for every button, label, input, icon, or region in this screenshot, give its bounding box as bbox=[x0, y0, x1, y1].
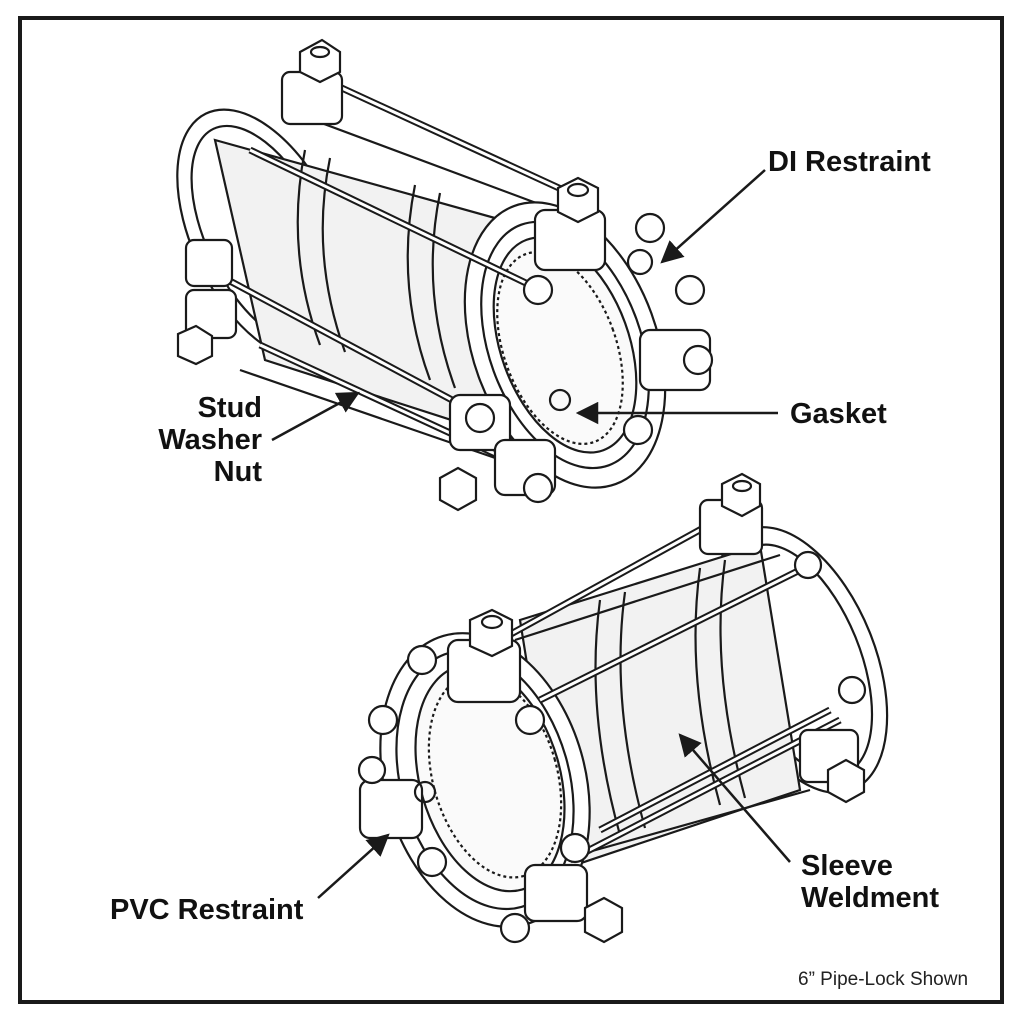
caption: 6” Pipe-Lock Shown bbox=[798, 969, 969, 990]
label-stud: Stud bbox=[197, 392, 262, 424]
label-gasket: Gasket bbox=[790, 398, 887, 430]
bottom-coupling bbox=[357, 472, 889, 944]
arrow-sleeve-weldment bbox=[678, 733, 791, 863]
label-di-restraint: DI Restraint bbox=[768, 146, 931, 178]
label-washer: Washer bbox=[158, 424, 262, 456]
top-coupling bbox=[176, 38, 714, 512]
diagram-frame bbox=[18, 16, 1004, 1004]
arrow-di-restraint bbox=[660, 169, 766, 264]
arrow-pvc-restraint bbox=[317, 833, 390, 899]
leader-arrows bbox=[271, 169, 791, 899]
label-weldment: Weldment bbox=[801, 882, 940, 914]
label-nut: Nut bbox=[213, 456, 262, 488]
arrow-stud-washer-nut bbox=[271, 391, 360, 442]
label-pvc-restraint: PVC Restraint bbox=[110, 894, 304, 926]
label-sleeve: Sleeve bbox=[801, 850, 893, 882]
